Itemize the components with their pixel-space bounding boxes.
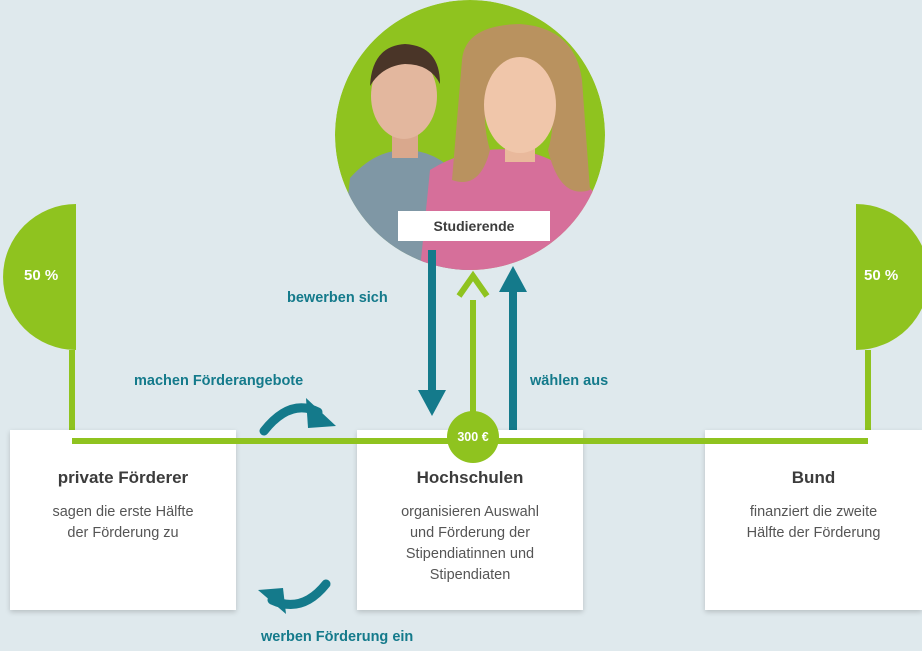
- apply-label: bewerben sich: [287, 290, 388, 306]
- offers-curve-arrow-head: [306, 398, 336, 428]
- amount-circle: [447, 411, 499, 463]
- left-half-circle: [3, 204, 76, 350]
- universities-title: Hochschulen: [416, 468, 524, 487]
- private-sponsors-text: sagen die erste Hälfte der Förderung zu: [52, 504, 194, 541]
- right-percent: 50 %: [864, 267, 899, 284]
- select-label: wählen aus: [530, 373, 609, 389]
- offers-label: machen Förderangebote: [134, 373, 304, 389]
- recruit-label: werben Förderung ein: [261, 629, 414, 645]
- federal-title: Bund: [791, 468, 836, 487]
- apply-arrow-head: [418, 390, 446, 416]
- recruit-curve-arrow-head: [258, 588, 286, 614]
- students-label: Studierende: [398, 211, 550, 241]
- universities-text: organisieren Auswahl und Förderung der S…: [401, 504, 539, 583]
- students-photo: [335, 0, 605, 270]
- left-percent: 50 %: [24, 267, 59, 284]
- select-arrow-head: [499, 266, 527, 292]
- federal-box: Bund finanziert die zweite Hälfte der Fö…: [705, 430, 922, 610]
- federal-text: finanziert die zweite Hälfte der Förderu…: [746, 504, 881, 541]
- private-sponsors-box: private Förderer sagen die erste Hälfte …: [10, 430, 236, 610]
- payment-arrow-head: [456, 270, 490, 298]
- amount-label: 300 €: [457, 430, 489, 444]
- right-half-circle: [856, 204, 922, 350]
- private-sponsors-title: private Förderer: [57, 468, 189, 487]
- universities-box: Hochschulen organisieren Auswahl und För…: [357, 430, 583, 610]
